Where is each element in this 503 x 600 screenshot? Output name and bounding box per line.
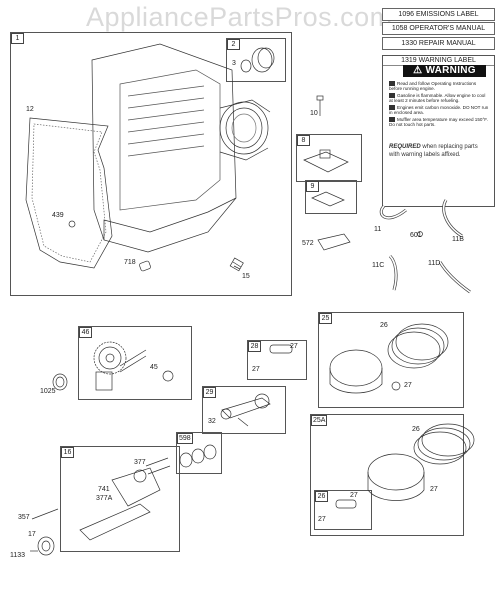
required-text: when replacing parts with warning labels… — [389, 144, 478, 158]
emissions-label-link[interactable]: 1096 EMISSIONS LABEL — [382, 8, 495, 21]
group-tag-26[interactable]: 26 — [315, 491, 328, 502]
warning-row-text: Engines emit carbon monoxide. DO NOT run… — [389, 105, 489, 115]
part-label-15[interactable]: 15 — [242, 273, 250, 280]
warning-label-panel[interactable]: 1319 WARNING LABEL ⚠ WARNING Read and fo… — [382, 55, 495, 207]
part-label-357[interactable]: 357 — [18, 514, 30, 521]
cylinder-bore — [219, 101, 269, 155]
part-label-377[interactable]: 377 — [134, 459, 146, 466]
part-label-27[interactable]: 27 — [290, 343, 298, 350]
group-tag-9[interactable]: 9 — [306, 181, 319, 192]
warning-row: Read and follow Operating Instructions b… — [389, 81, 489, 91]
part-label-32[interactable]: 32 — [208, 418, 216, 425]
group-16-box — [60, 446, 180, 552]
part-label-11b[interactable]: 11B — [452, 236, 464, 243]
part-label-11[interactable]: 11 — [374, 226, 382, 233]
group-29-box — [202, 386, 286, 434]
group-tag-25[interactable]: 25 — [319, 313, 332, 324]
part-label-601[interactable]: 601 — [410, 232, 422, 239]
required-bold: REQUIRED — [389, 144, 421, 150]
group-25a-box — [310, 414, 464, 536]
part-label-1025[interactable]: 1025 — [40, 388, 56, 395]
warning-heading-text: WARNING — [425, 65, 476, 76]
warning-row-text: Muffler area temperature may exceed 150°… — [389, 117, 488, 127]
crankcase-body — [91, 43, 237, 253]
group-tag-25a[interactable]: 25A — [311, 415, 328, 426]
warning-row-text: Read and follow Operating Instructions b… — [389, 81, 477, 91]
group-598-box — [176, 432, 222, 474]
part-label-572[interactable]: 572 — [302, 240, 314, 247]
warning-triangle-icon: ⚠ — [413, 65, 423, 76]
part-label-27[interactable]: 27 — [318, 516, 326, 523]
manual-icon — [389, 81, 395, 86]
part-label-26[interactable]: 26 — [380, 322, 388, 329]
warning-row: Gasoline is flammable. Allow engine to c… — [389, 93, 489, 103]
group-tag-1[interactable]: 1 — [11, 33, 24, 44]
group-tag-8[interactable]: 8 — [297, 135, 310, 146]
part-label-12[interactable]: 12 — [26, 106, 34, 113]
group-46-box — [78, 326, 192, 400]
repair-manual-link[interactable]: 1330 REPAIR MANUAL — [382, 37, 495, 50]
group-tag-16[interactable]: 16 — [61, 447, 74, 458]
group-28-box — [247, 340, 307, 380]
part-label-3[interactable]: 3 — [232, 60, 236, 67]
group-8-box — [296, 134, 362, 182]
group-9-box — [305, 180, 357, 214]
exhaust-icon — [389, 105, 395, 110]
warning-row: Muffler area temperature may exceed 150°… — [389, 117, 489, 127]
group-2-box — [226, 38, 286, 82]
group-25-box — [318, 312, 464, 408]
part-label-439[interactable]: 439 — [52, 212, 64, 219]
warning-heading: ⚠ WARNING — [403, 65, 486, 77]
warning-row-text: Gasoline is flammable. Allow engine to c… — [389, 93, 486, 103]
fire-icon — [389, 93, 395, 98]
part-label-11d[interactable]: 11D — [428, 260, 441, 267]
part-label-741[interactable]: 741 — [98, 486, 110, 493]
group-tag-28[interactable]: 28 — [248, 341, 261, 352]
part-label-17[interactable]: 17 — [28, 531, 36, 538]
warning-row: Engines emit carbon monoxide. DO NOT run… — [389, 105, 489, 115]
group-tag-29[interactable]: 29 — [203, 387, 216, 398]
part-label-1133[interactable]: 1133 — [10, 552, 26, 559]
part-label-718[interactable]: 718 — [124, 259, 136, 266]
group-26-box — [314, 490, 372, 530]
part-label-10[interactable]: 10 — [310, 110, 318, 117]
part-label-11c[interactable]: 11C — [372, 262, 385, 269]
group-tag-2[interactable]: 2 — [227, 39, 240, 50]
operators-manual-link[interactable]: 1058 OPERATOR'S MANUAL — [382, 22, 495, 35]
group-tag-46[interactable]: 46 — [79, 327, 92, 338]
crankcase-group-box — [10, 32, 292, 296]
gasket-outline — [25, 117, 113, 269]
part-label-27[interactable]: 27 — [252, 366, 260, 373]
group-tag-598[interactable]: 598 — [177, 433, 193, 444]
part-label-45[interactable]: 45 — [150, 364, 158, 371]
watermark: AppliancePartsPros.com — [86, 2, 393, 32]
part-label-377a[interactable]: 377A — [96, 495, 113, 502]
part-label-27[interactable]: 27 — [350, 492, 358, 499]
part-label-26[interactable]: 26 — [412, 426, 420, 433]
required-note: REQUIRED when replacing parts with warni… — [389, 144, 487, 159]
part-label-27[interactable]: 27 — [430, 486, 438, 493]
hot-surface-icon — [389, 117, 395, 122]
part-label-27[interactable]: 27 — [404, 382, 412, 389]
